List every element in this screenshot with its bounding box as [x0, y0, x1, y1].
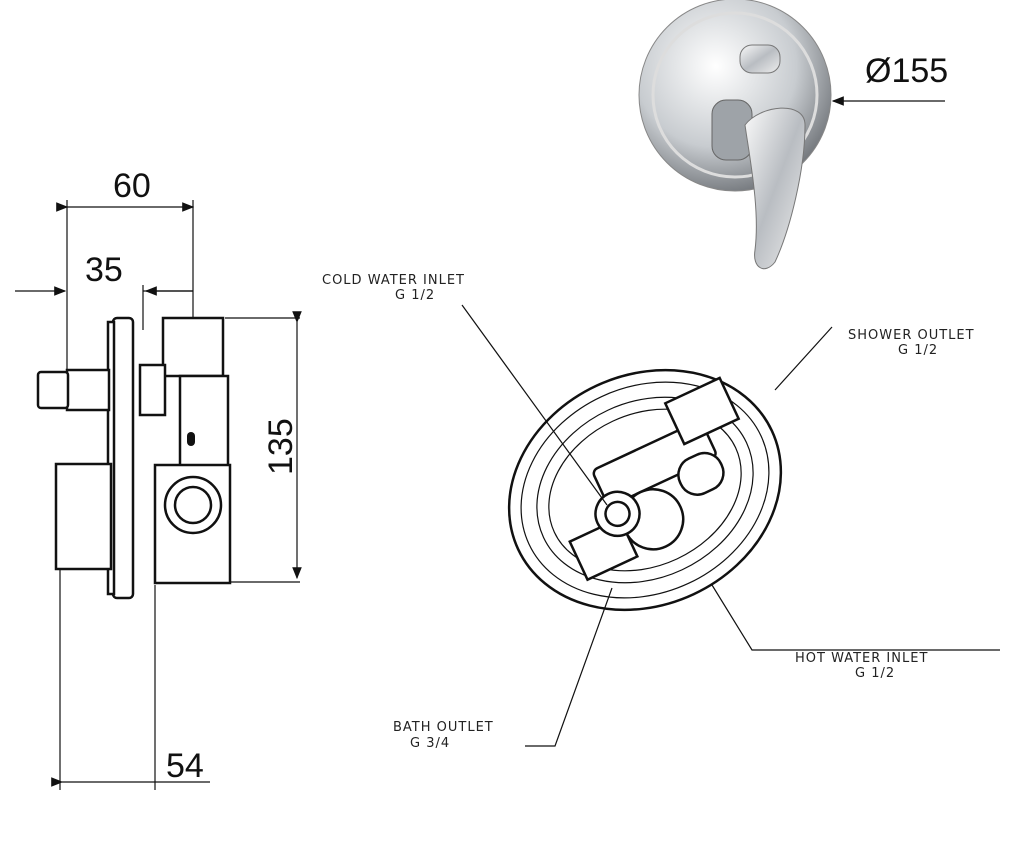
dim-60: 60	[113, 167, 151, 205]
dim-35: 35	[85, 251, 123, 289]
svg-text:G 1/2: G 1/2	[855, 666, 895, 681]
dim-diameter: Ø155	[865, 52, 948, 90]
side-view: 60 35 135 54	[15, 167, 302, 790]
svg-text:G 3/4: G 3/4	[410, 736, 450, 751]
dim-54: 54	[166, 747, 204, 785]
svg-text:SHOWER OUTLET: SHOWER OUTLET	[848, 328, 975, 343]
leader-lines	[461, 304, 1000, 747]
svg-text:COLD WATER INLET: COLD WATER INLET	[322, 273, 465, 288]
valve-isometric	[507, 368, 783, 612]
svg-text:G 1/2: G 1/2	[898, 343, 938, 358]
svg-text:HOT WATER INLET: HOT WATER INLET	[795, 651, 928, 666]
callout-hot-water-inlet: HOT WATER INLET G 1/2	[795, 651, 928, 681]
callout-bath-outlet: BATH OUTLET G 3/4	[393, 720, 494, 751]
svg-text:BATH OUTLET: BATH OUTLET	[393, 720, 494, 735]
callout-shower-outlet: SHOWER OUTLET G 1/2	[848, 328, 975, 358]
product-image-mixer: Ø155	[638, 0, 948, 270]
svg-text:G 1/2: G 1/2	[395, 288, 435, 303]
callout-cold-water-inlet: COLD WATER INLET G 1/2	[322, 273, 465, 303]
dim-135: 135	[262, 418, 300, 475]
